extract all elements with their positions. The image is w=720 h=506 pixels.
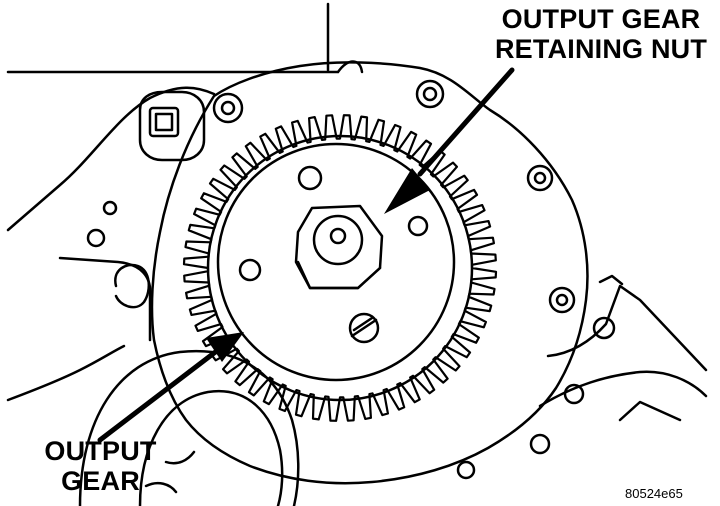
right-casting-outline (546, 274, 708, 372)
slotted-screw (348, 312, 380, 344)
gear-hub-face (216, 142, 456, 382)
output-gear-arrowhead (206, 332, 244, 362)
screw-slot (350, 318, 378, 338)
right-bolt-hole (592, 316, 616, 340)
hub-hole (238, 258, 262, 282)
housing-bolt-hole (102, 200, 118, 216)
left-round-boss (114, 263, 151, 309)
upper-housing-edge (6, 2, 364, 74)
square-plug (148, 106, 180, 138)
retaining-nut-side-face (296, 260, 382, 290)
housing-flange-outline (150, 61, 589, 485)
left-housing-ledge (58, 256, 152, 342)
callout-line: OUTPUT (44, 436, 157, 466)
right-casting-lower (538, 370, 708, 422)
retaining-nut-arrow-shaft (417, 67, 515, 177)
callout-line: GEAR (61, 466, 140, 496)
lower-left-casting (6, 344, 126, 402)
output-gear-teeth (182, 114, 498, 422)
screw-slot-edge (352, 316, 374, 332)
flange-bolt-hole (533, 171, 547, 185)
gear-tooth-profile (182, 114, 498, 422)
output-gear-label-tail (164, 450, 196, 465)
output-shaft-center (329, 227, 347, 245)
retaining-nut-hex (294, 204, 384, 290)
callout-line: OUTPUT GEAR (501, 4, 701, 34)
right-bolt-hole (529, 433, 551, 455)
figure-code: 80524e65 (625, 486, 683, 501)
right-bolt-hole (563, 383, 585, 405)
flange-bolt-hole (422, 86, 438, 102)
output-gear-callout: OUTPUT GEAR (38, 436, 163, 496)
hub-hole (407, 215, 429, 237)
plug-boss (138, 90, 206, 162)
callout-line: RETAINING NUT (494, 34, 708, 64)
housing-bolt-hole (456, 460, 476, 480)
flange-bolt-boss (526, 164, 554, 192)
hub-hole (297, 165, 323, 191)
output-gear-arrow-shaft (97, 347, 221, 443)
square-plug-socket (154, 112, 174, 132)
flange-bolt-hole (220, 100, 236, 116)
lower-bore-outer (78, 349, 300, 506)
flange-bolt-boss (415, 79, 445, 109)
flange-bolt-boss (548, 286, 576, 314)
flange-bolt-boss (212, 92, 244, 124)
retaining-nut-arrowhead (384, 168, 430, 214)
output-gear-label-tail (144, 481, 178, 494)
housing-bolt-hole (86, 228, 106, 248)
retaining-nut-callout: OUTPUT GEAR RETAINING NUT (487, 4, 715, 64)
lower-bore-inner (138, 389, 284, 506)
flange-bolt-hole (555, 293, 569, 307)
output-shaft-end (312, 214, 364, 266)
